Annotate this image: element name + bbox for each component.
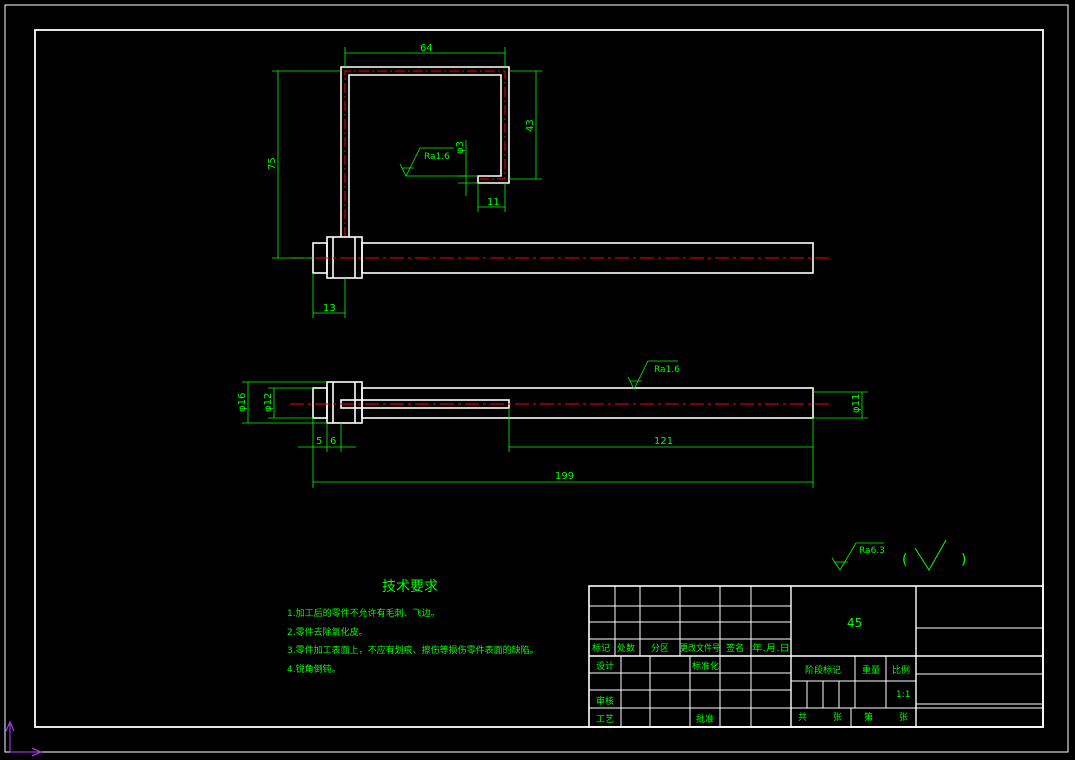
title-block-text: 45 标记 处数 分区 更改文件号 签名 年.月.日 设计 标准化 审核 工艺 … xyxy=(592,616,910,725)
tb-di: 第 xyxy=(864,711,873,723)
dim-11: 11 xyxy=(487,197,500,208)
dim-phi12: φ12 xyxy=(263,393,274,412)
tb-process: 工艺 xyxy=(596,714,614,725)
title-block xyxy=(588,585,1044,728)
roughness-ra16-top: Ra1.6 xyxy=(424,152,450,162)
tb-col-biaoji: 标记 xyxy=(592,642,610,654)
tb-col-date: 年.月.日 xyxy=(752,642,790,654)
general-roughness: Ra6.3 ( ) xyxy=(831,539,966,571)
roughness-symbol xyxy=(399,147,454,177)
top-wire-outline xyxy=(340,66,510,237)
paren-open: ( xyxy=(902,552,907,568)
tb-approve: 批准 xyxy=(696,713,714,725)
tb-design: 设计 xyxy=(596,660,614,672)
front-view: Ra1.6 φ16 φ12 φ11 5 6 121 199 xyxy=(237,360,868,488)
tb-scale: 比例 xyxy=(892,664,910,676)
dim-phi16: φ16 xyxy=(237,393,248,412)
tech-req-item: 4.锐角倒钝。 xyxy=(287,663,341,675)
tb-col-qianming: 签名 xyxy=(726,642,744,654)
tb-zhang2: 张 xyxy=(899,712,908,723)
dim-199: 199 xyxy=(555,471,574,482)
tb-review: 审核 xyxy=(596,695,614,707)
roughness-symbol xyxy=(831,542,884,571)
roughness-ra16-front: Ra1.6 xyxy=(654,365,680,375)
outer-border xyxy=(4,4,1069,753)
dim-6: 6 xyxy=(330,436,336,447)
paren-close: ) xyxy=(961,552,966,568)
dim-phi11: φ11 xyxy=(851,394,862,413)
dim-75: 75 xyxy=(267,157,278,170)
tb-weight: 重量 xyxy=(862,664,880,676)
tb-gong: 共 xyxy=(798,712,807,723)
tb-col-fenqu: 分区 xyxy=(651,643,669,654)
front-endcap xyxy=(312,387,328,419)
technical-requirements: 技术要求 1.加工后的零件不允许有毛刺、飞边。 2.零件去除氧化皮。 3.零件加… xyxy=(287,579,539,675)
inner-border xyxy=(34,29,1044,728)
tb-scale-value: 1:1 xyxy=(896,690,910,700)
dim-phi3: φ3 xyxy=(455,141,466,154)
roughness-symbol xyxy=(627,360,678,390)
tb-standardize: 标准化 xyxy=(692,660,719,672)
dim-64: 64 xyxy=(420,43,433,54)
tech-req-item: 2.零件去除氧化皮。 xyxy=(287,626,368,638)
roughness-ra63: Ra6.3 xyxy=(859,546,885,556)
tech-req-title: 技术要求 xyxy=(382,579,438,595)
top-view: 64 75 43 φ3 Ra1.6 11 13 xyxy=(267,43,830,318)
front-shaft xyxy=(361,387,814,419)
tb-stage-mark: 阶段标记 xyxy=(805,664,841,676)
dim-13: 13 xyxy=(323,303,336,314)
ucs-axis-icon xyxy=(5,720,43,757)
tb-col-gengai: 更改文件号 xyxy=(680,642,720,654)
tb-zhang1: 张 xyxy=(833,712,842,723)
top-wire-centerline xyxy=(344,70,506,237)
check-symbol xyxy=(914,539,947,571)
tb-col-chushu: 处数 xyxy=(617,642,635,654)
tech-req-item: 3.零件加工表面上，不应有划痕、擦伤等损伤零件表面的缺陷。 xyxy=(287,644,539,656)
material: 45 xyxy=(847,616,862,630)
dim-5: 5 xyxy=(316,436,322,447)
dim-43: 43 xyxy=(525,119,536,132)
tech-req-item: 1.加工后的零件不允许有毛刺、飞边。 xyxy=(287,607,440,619)
dim-121: 121 xyxy=(654,436,673,447)
